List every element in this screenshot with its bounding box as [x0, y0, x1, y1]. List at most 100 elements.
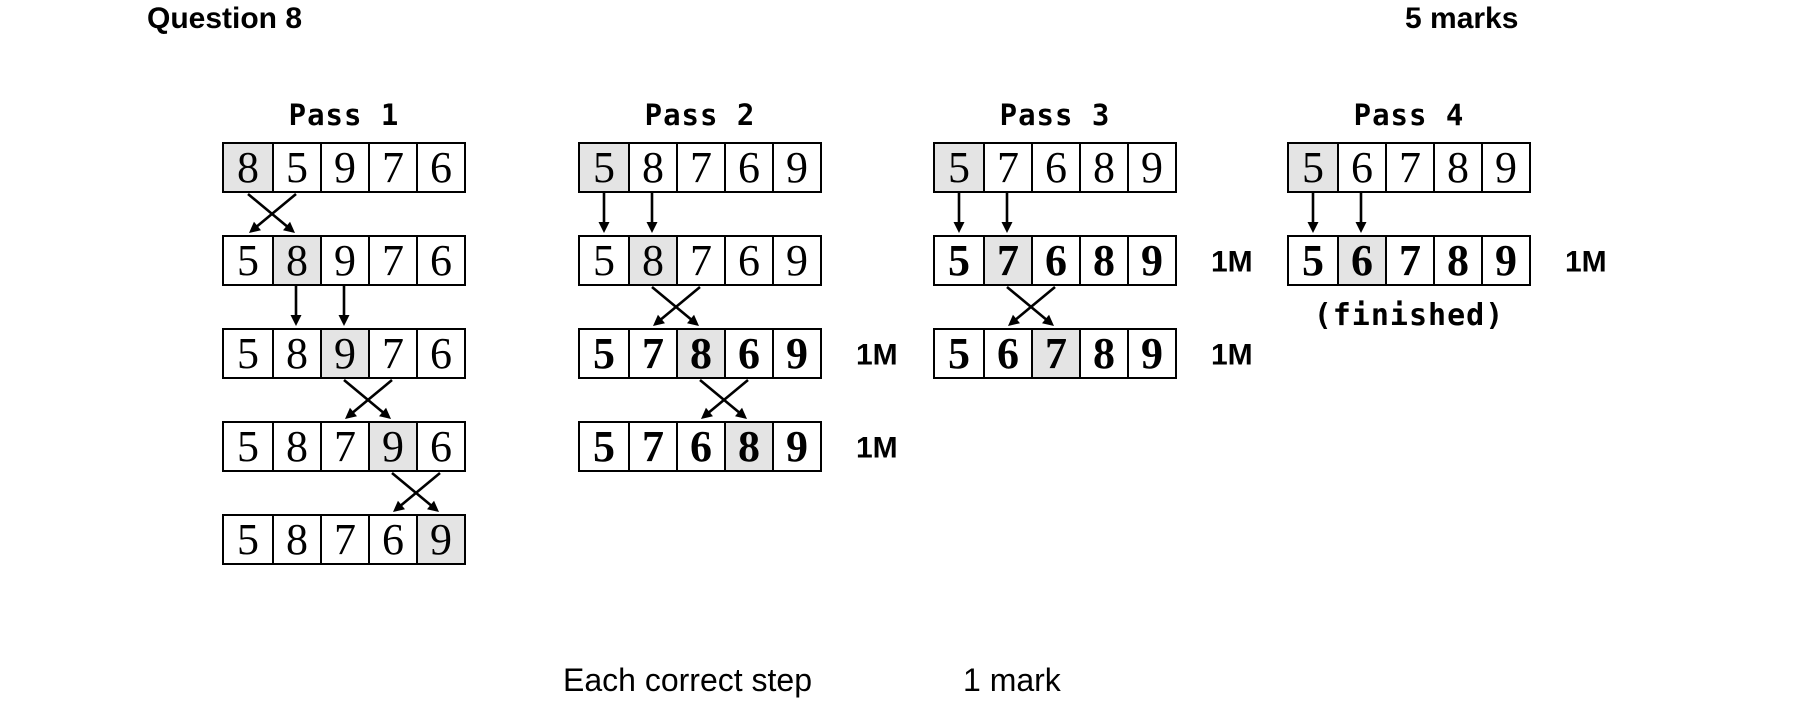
compare-down-arrows-icon: [598, 193, 658, 233]
mark-label: 1M: [1565, 244, 1607, 278]
array-cell: 6: [416, 330, 464, 377]
compare-down-arrows-icon: [290, 286, 350, 326]
array-cell: 5: [935, 237, 983, 284]
array-cell: 8: [1079, 237, 1127, 284]
array-cell: 8: [224, 144, 272, 191]
array-cell: 5: [1289, 237, 1337, 284]
array-cell: 8: [272, 330, 320, 377]
array-cell: 8: [724, 423, 772, 470]
array-cell: 6: [983, 330, 1031, 377]
swap-arrows-icon: [391, 472, 441, 512]
array-cell: 5: [224, 237, 272, 284]
array-cell: 7: [320, 423, 368, 470]
array-cell: 6: [676, 423, 724, 470]
array-cell: 9: [772, 423, 820, 470]
array-cell: 9: [320, 330, 368, 377]
array-cell: 9: [772, 144, 820, 191]
swap-arrows-icon: [247, 193, 297, 233]
array-cell: 8: [272, 423, 320, 470]
mark-label: 1M: [1211, 337, 1253, 371]
array-cell: 9: [1127, 237, 1175, 284]
array-cell: 7: [676, 237, 724, 284]
array-cell: 8: [1079, 330, 1127, 377]
array-cell: 5: [935, 330, 983, 377]
array-cell: 6: [1337, 144, 1385, 191]
array-cell: 5: [580, 330, 628, 377]
pass-title: Pass 2: [644, 98, 756, 132]
array-cell: 9: [1481, 237, 1529, 284]
array-cell: 9: [1481, 144, 1529, 191]
array-cell: 6: [724, 237, 772, 284]
array-cell: 5: [580, 237, 628, 284]
compare-down-arrows-icon: [953, 193, 1013, 233]
array-cell: 6: [416, 423, 464, 470]
array-cell: 8: [676, 330, 724, 377]
array-cell: 5: [935, 144, 983, 191]
array-cell: 9: [1127, 144, 1175, 191]
array-cell: 9: [772, 237, 820, 284]
array-cell: 7: [628, 423, 676, 470]
swap-arrows-icon: [699, 379, 749, 419]
swap-arrows-icon: [1006, 286, 1056, 326]
array-cell: 6: [1337, 237, 1385, 284]
array-cell: 8: [1433, 237, 1481, 284]
array-cell: 6: [1031, 237, 1079, 284]
array-cell: 8: [628, 237, 676, 284]
array-cell: 7: [676, 144, 724, 191]
array-cell: 5: [224, 516, 272, 563]
array-cell: 7: [983, 144, 1031, 191]
array-cell: 9: [416, 516, 464, 563]
array-cell: 9: [772, 330, 820, 377]
array-cell: 7: [368, 330, 416, 377]
mark-label: 1M: [856, 430, 898, 464]
mark-label: 1M: [856, 337, 898, 371]
array-cell: 7: [368, 237, 416, 284]
array-cell: 5: [1289, 144, 1337, 191]
swap-arrows-icon: [651, 286, 701, 326]
array-cell: 8: [1433, 144, 1481, 191]
array-cell: 7: [368, 144, 416, 191]
array-cell: 5: [580, 423, 628, 470]
array-cell: 7: [628, 330, 676, 377]
array-cell: 8: [628, 144, 676, 191]
array-cell: 9: [1127, 330, 1175, 377]
array-cell: 5: [224, 423, 272, 470]
marking-note-value: 1 mark: [963, 662, 1061, 698]
array-cell: 9: [320, 144, 368, 191]
array-cell: 9: [368, 423, 416, 470]
array-cell: 5: [272, 144, 320, 191]
mark-label: 1M: [1211, 244, 1253, 278]
array-cell: 6: [416, 144, 464, 191]
array-cell: 6: [724, 144, 772, 191]
array-cell: 8: [272, 516, 320, 563]
array-cell: 6: [1031, 144, 1079, 191]
array-cell: 7: [320, 516, 368, 563]
question-label: Question 8: [147, 2, 303, 35]
finished-note: (finished): [1313, 298, 1505, 333]
pass-title: Pass 4: [1353, 98, 1465, 132]
